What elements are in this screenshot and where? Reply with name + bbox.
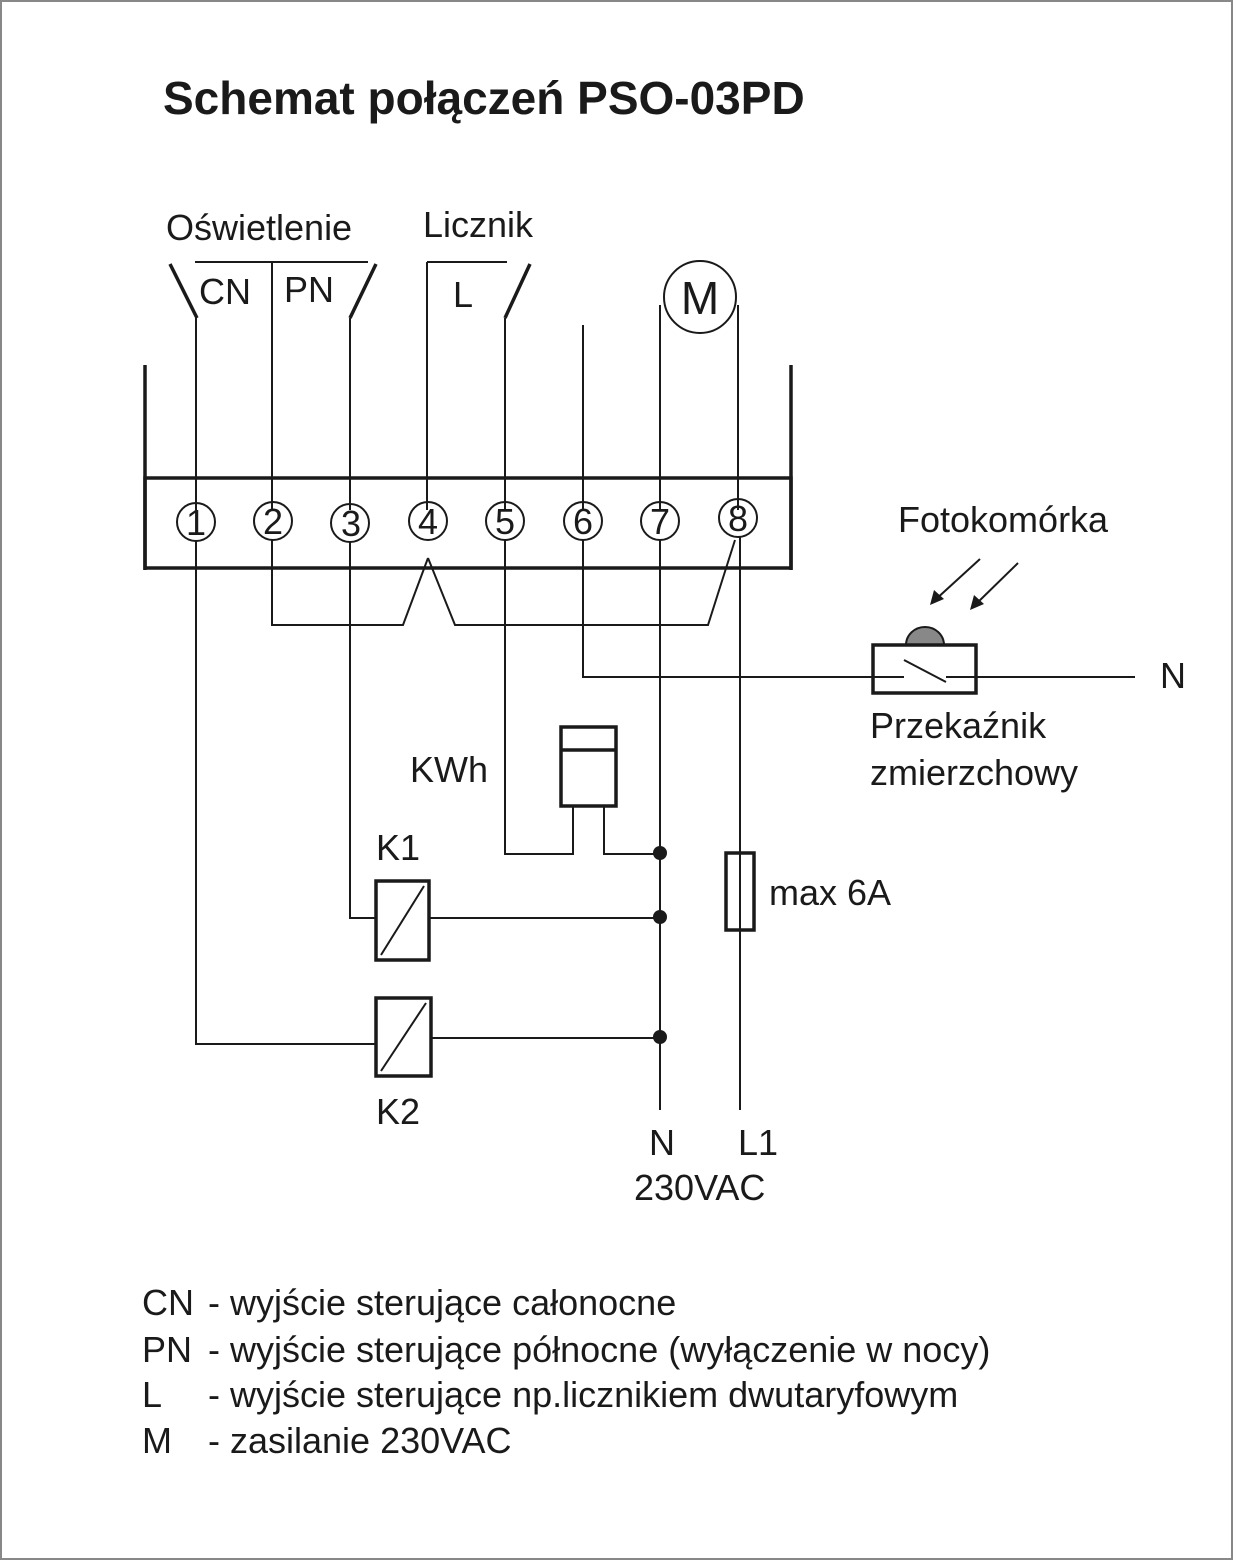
contactor-k2-diagonal: [380, 1002, 427, 1072]
kwh-meter-box: [559, 725, 618, 808]
photocell-sensor-dome: [904, 626, 946, 646]
bridge-2-4: [271, 540, 429, 626]
terminal-6[interactable]: 6: [563, 501, 603, 542]
supply-l1-label: L1: [738, 1122, 778, 1163]
twilight-relay-label-line2: zmierzchowy: [870, 752, 1078, 793]
light-arrow-left: [930, 558, 981, 605]
legend-key-l: L: [142, 1374, 162, 1415]
wire-terminal-6-to-relay: [582, 540, 873, 678]
contactor-k1-diagonal: [380, 885, 425, 956]
terminal-2[interactable]: 2: [253, 501, 293, 542]
wire-terminal-3-to-k1: [349, 542, 376, 919]
terminal-5[interactable]: 5: [485, 501, 525, 542]
contactor-k1-coil: [374, 879, 431, 962]
wire-kwh-to-neutral: [603, 806, 660, 855]
bridge-4-8: [427, 539, 736, 626]
label-cn: CN: [199, 271, 251, 312]
twilight-relay-contact: [903, 659, 947, 683]
junction-dot-k2: [653, 1030, 667, 1044]
terminal-7[interactable]: 7: [640, 501, 680, 542]
neutral-right-label: N: [1160, 655, 1186, 696]
terminal-block: [143, 476, 793, 570]
terminal-7-number: 7: [650, 501, 670, 542]
terminal-3[interactable]: 3: [330, 503, 370, 544]
junction-dot-kwh: [653, 846, 667, 860]
terminal-1[interactable]: 1: [176, 502, 216, 543]
legend-key-cn: CN: [142, 1282, 194, 1323]
legend-text-m: - zasilanie 230VAC: [208, 1420, 512, 1461]
legend-text-pn: - wyjście sterujące północne (wyłączenie…: [208, 1329, 990, 1370]
fuse-label: max 6A: [769, 872, 891, 913]
wire-terminal-5-to-kwh: [504, 540, 574, 855]
terminal-4-number: 4: [418, 501, 438, 542]
label-lighting: Oświetlenie: [166, 207, 352, 248]
light-arrow-right: [970, 562, 1019, 610]
supply-n-label: N: [649, 1122, 675, 1163]
terminal-8-number: 8: [728, 498, 748, 539]
switch-cn-contact: [168, 263, 199, 319]
terminal-1-number: 1: [186, 502, 206, 543]
contactor-k2-label: K2: [376, 1091, 420, 1132]
switch-pn-contact: [348, 263, 378, 319]
label-pn: PN: [284, 269, 334, 310]
twilight-relay-label-line1: Przekaźnik: [870, 705, 1047, 746]
junction-dot-k1: [653, 910, 667, 924]
contactor-k2-coil: [374, 996, 433, 1078]
label-meter: Licznik: [423, 204, 534, 245]
legend-text-cn: - wyjście sterujące całonocne: [208, 1282, 676, 1323]
diagram-title: Schemat połączeń PSO-03PD: [163, 72, 805, 124]
wire-terminal-1-to-k2: [195, 541, 376, 1045]
twilight-relay-box: [871, 643, 978, 695]
legend-key-pn: PN: [142, 1329, 192, 1370]
legend: CN - wyjście sterujące całonocne PN - wy…: [142, 1282, 990, 1461]
kwh-label: KWh: [410, 749, 488, 790]
terminal-4[interactable]: 4: [408, 501, 448, 542]
legend-key-m: M: [142, 1420, 172, 1461]
label-l: L: [453, 274, 473, 315]
contactor-k1-label: K1: [376, 827, 420, 868]
motor-circle: [663, 260, 737, 334]
photocell-label: Fotokomórka: [898, 499, 1109, 540]
switch-l-contact: [503, 263, 532, 319]
motor-label: M: [681, 272, 719, 324]
terminal-5-number: 5: [495, 501, 515, 542]
terminal-6-number: 6: [573, 501, 593, 542]
terminal-2-number: 2: [263, 501, 283, 542]
supply-voltage-label: 230VAC: [634, 1167, 765, 1208]
terminal-8[interactable]: 8: [718, 498, 758, 539]
terminal-3-number: 3: [341, 503, 361, 544]
legend-text-l: - wyjście sterujące np.licznikiem dwutar…: [208, 1374, 958, 1415]
